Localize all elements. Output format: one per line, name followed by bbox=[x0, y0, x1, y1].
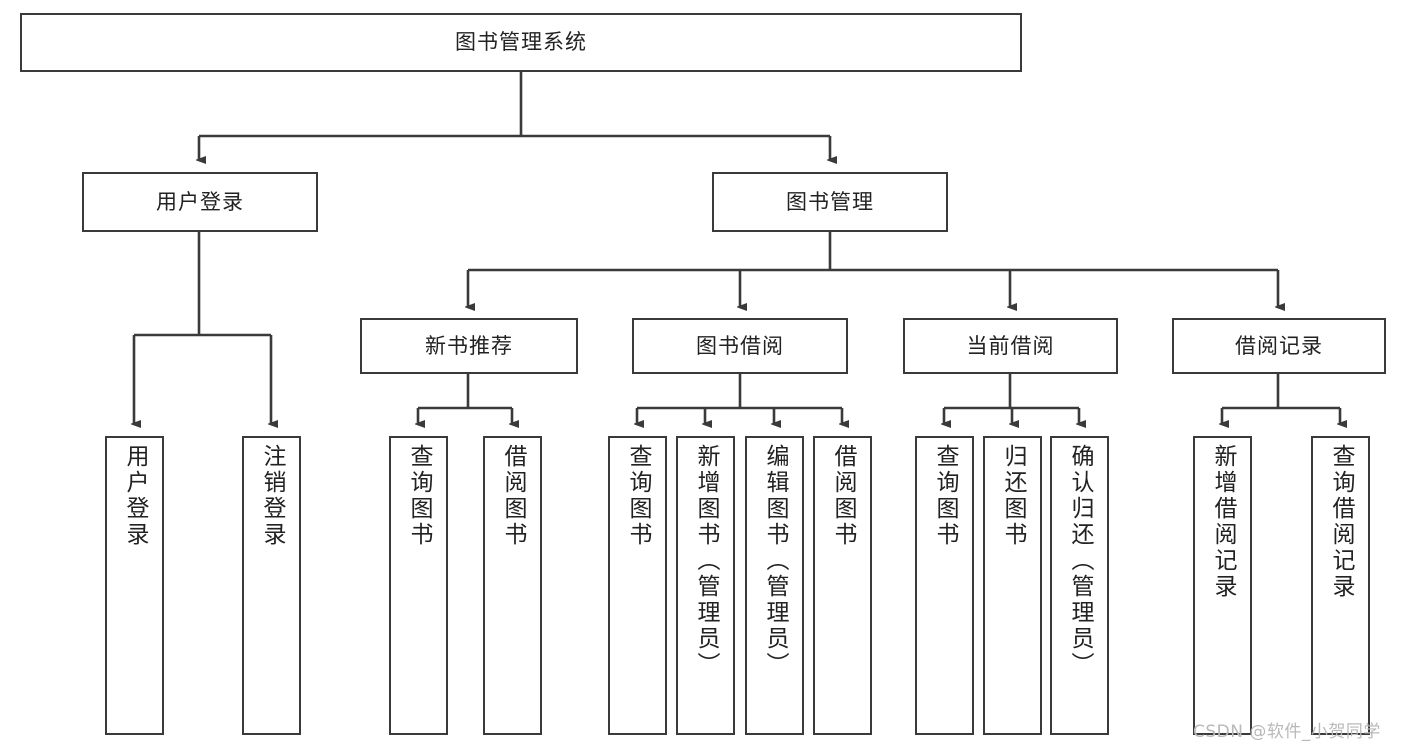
node-leaf-record-query[interactable]: 查询借阅记录 bbox=[1311, 436, 1370, 735]
node-leaf-borrow-borrow-book[interactable]: 借阅图书 bbox=[813, 436, 872, 735]
node-leaf-recommend-borrow-book[interactable]: 借阅图书 bbox=[483, 436, 542, 735]
node-leaf-borrow-edit-book[interactable]: 编辑图书（管理员） bbox=[745, 436, 804, 735]
node-leaf-logout-label: 注销登录 bbox=[259, 444, 285, 548]
node-root-system[interactable]: 图书管理系统 bbox=[20, 13, 1022, 72]
node-current-borrow-label: 当前借阅 bbox=[966, 333, 1055, 358]
node-new-book-recommend-label: 新书推荐 bbox=[425, 333, 513, 358]
node-leaf-current-confirm-return[interactable]: 确认归还（管理员） bbox=[1050, 436, 1109, 735]
node-leaf-recommend-query-book[interactable]: 查询图书 bbox=[389, 436, 448, 735]
node-leaf-current-return-book[interactable]: 归还图书 bbox=[983, 436, 1042, 735]
node-current-borrow[interactable]: 当前借阅 bbox=[903, 318, 1118, 374]
node-leaf-borrow-borrow-book-label: 借阅图书 bbox=[830, 444, 856, 548]
node-leaf-current-query-book-label: 查询图书 bbox=[932, 444, 958, 548]
node-borrow-record-label: 借阅记录 bbox=[1235, 333, 1323, 358]
node-leaf-current-confirm-return-label: 确认归还（管理员） bbox=[1067, 444, 1093, 678]
node-root-system-label: 图书管理系统 bbox=[455, 30, 587, 55]
node-leaf-borrow-edit-book-label: 编辑图书（管理员） bbox=[762, 444, 788, 678]
node-book-borrow-label: 图书借阅 bbox=[696, 333, 784, 358]
node-book-management[interactable]: 图书管理 bbox=[712, 172, 948, 232]
node-new-book-recommend[interactable]: 新书推荐 bbox=[360, 318, 578, 374]
node-leaf-recommend-borrow-book-label: 借阅图书 bbox=[500, 444, 526, 548]
node-leaf-recommend-query-book-label: 查询图书 bbox=[406, 444, 432, 548]
node-leaf-user-login-label: 用户登录 bbox=[122, 444, 148, 548]
node-book-management-label: 图书管理 bbox=[786, 189, 874, 214]
node-leaf-current-query-book[interactable]: 查询图书 bbox=[915, 436, 974, 735]
node-leaf-borrow-add-book[interactable]: 新增图书（管理员） bbox=[676, 436, 735, 735]
node-user-login-label: 用户登录 bbox=[156, 189, 244, 214]
node-leaf-borrow-add-book-label: 新增图书（管理员） bbox=[693, 444, 719, 678]
node-leaf-user-login[interactable]: 用户登录 bbox=[105, 436, 164, 735]
node-leaf-borrow-query-book-label: 查询图书 bbox=[625, 444, 651, 548]
node-leaf-logout[interactable]: 注销登录 bbox=[242, 436, 301, 735]
node-book-borrow[interactable]: 图书借阅 bbox=[632, 318, 848, 374]
node-leaf-record-add-label: 新增借阅记录 bbox=[1210, 444, 1236, 600]
node-leaf-current-return-book-label: 归还图书 bbox=[1000, 444, 1026, 548]
node-borrow-record[interactable]: 借阅记录 bbox=[1172, 318, 1386, 374]
node-leaf-record-add[interactable]: 新增借阅记录 bbox=[1193, 436, 1252, 735]
node-leaf-borrow-query-book[interactable]: 查询图书 bbox=[608, 436, 667, 735]
watermark-text: CSDN @软件_小贺同学 bbox=[1193, 722, 1381, 742]
node-user-login[interactable]: 用户登录 bbox=[82, 172, 318, 232]
node-leaf-record-query-label: 查询借阅记录 bbox=[1328, 444, 1354, 600]
